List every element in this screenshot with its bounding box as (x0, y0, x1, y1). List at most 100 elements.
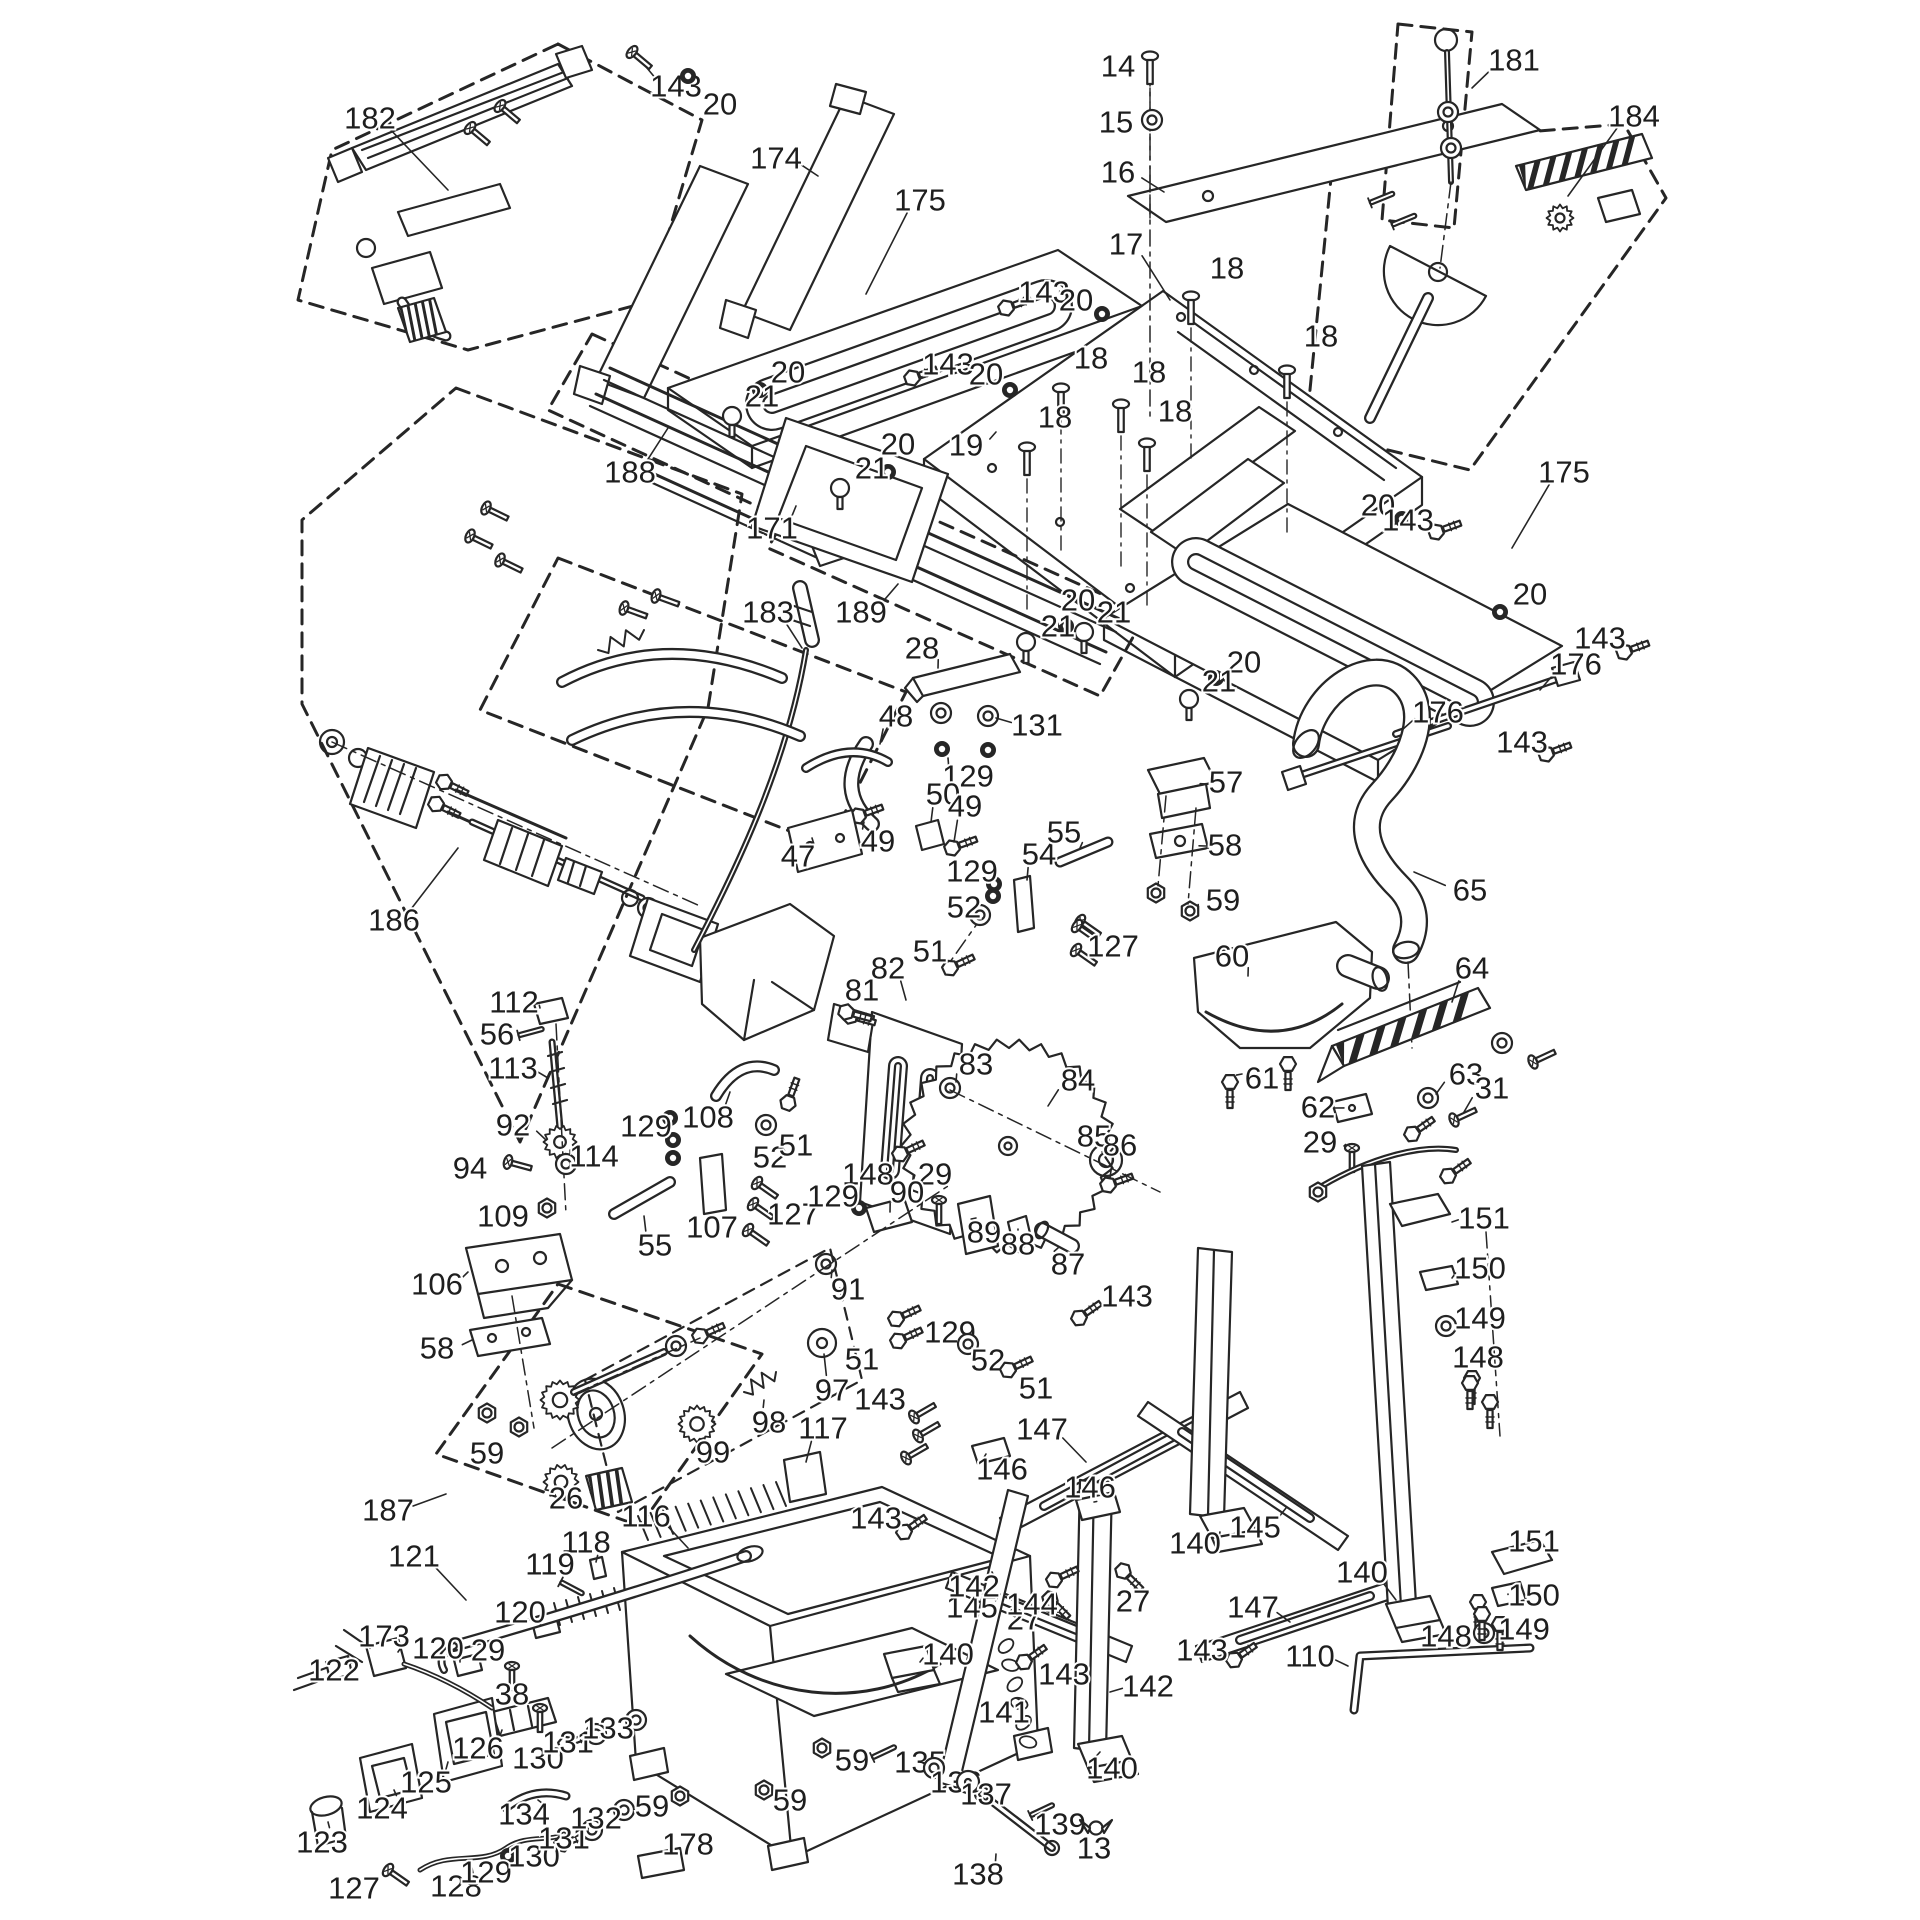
part-label-48: 48 (877, 697, 915, 745)
screwd-icon (502, 1154, 533, 1172)
part-g (690, 1321, 726, 1345)
part-label-21: 21 (1073, 593, 1133, 655)
part-label-38: 38 (493, 1675, 549, 1734)
part-pl (903, 676, 925, 704)
nut-icon (477, 1402, 497, 1424)
part-number-47: 47 (781, 839, 815, 874)
part-label-27: 27 (1005, 1590, 1072, 1639)
wing-icon (1078, 1818, 1114, 1836)
part-label-186: 186 (366, 847, 459, 940)
part-number-119: 119 (525, 1547, 574, 1582)
part-label-148: 148 (1418, 1605, 1492, 1656)
part-p (1550, 660, 1582, 688)
part-ln (1206, 1248, 1216, 1518)
part-slot (745, 279, 1073, 431)
part-pl (1210, 1528, 1264, 1554)
part-wash (1439, 136, 1463, 160)
blade-wrench-bar (911, 652, 1022, 698)
part-number-38: 38 (495, 1677, 529, 1712)
part-p (636, 1846, 686, 1880)
nut-icon (670, 1785, 690, 1807)
part-number-137: 137 (960, 1777, 1012, 1812)
part-label-99: 99 (694, 1433, 732, 1472)
part-label-140: 140 (919, 1635, 976, 1674)
part-p (572, 364, 612, 406)
part-number-182: 182 (344, 101, 396, 136)
bolt-icon (1427, 519, 1463, 541)
part-number-143: 143 (1382, 503, 1434, 538)
part-label-132: 132 (568, 1799, 636, 1838)
part-p (724, 1626, 1000, 1718)
bolt-icon (998, 1355, 1034, 1379)
part-tube (608, 1176, 676, 1220)
bolt-icon (903, 365, 939, 387)
screwd-icon (1527, 1048, 1557, 1070)
part-label-139: 139 (1027, 1802, 1088, 1844)
part-crc (1173, 834, 1187, 848)
part-label-81: 81 (837, 971, 881, 1023)
part-number-130: 130 (512, 1741, 564, 1776)
part-g (665, 1132, 681, 1148)
ring-icon (752, 382, 768, 398)
part-wash (1490, 1031, 1514, 1055)
part-number-59: 59 (1206, 883, 1240, 918)
part-wash (929, 701, 953, 725)
part-number-118: 118 (561, 1525, 610, 1560)
part-g (943, 835, 979, 857)
part-ln (342, 1628, 372, 1650)
screwv-icon (1137, 437, 1157, 612)
part-label-137: 137 (955, 1769, 1014, 1814)
part-crc (1088, 1142, 1124, 1178)
part-label-106: 106 (409, 1265, 469, 1304)
part-pl (476, 1278, 574, 1320)
part-number-127: 127 (1087, 929, 1139, 964)
part-ln (578, 864, 588, 888)
part-g (1490, 1615, 1510, 1652)
screwd-icon (911, 1420, 942, 1444)
part-label-188: 188 (602, 427, 669, 492)
part-label-61: 61 (1235, 1059, 1281, 1098)
part-number-50: 50 (926, 777, 960, 812)
part-p (583, 1246, 864, 1514)
part-tube (566, 706, 806, 746)
part-number-129: 129 (807, 1179, 859, 1214)
part-number-52: 52 (753, 1140, 787, 1175)
bolt-icon (1114, 1562, 1145, 1593)
part-ell (309, 1795, 343, 1817)
part-g (1438, 1157, 1472, 1185)
screwd-icon (463, 120, 491, 147)
part-pl (1394, 1618, 1448, 1644)
part-wash (976, 704, 1000, 728)
part-label-13: 13 (1075, 1818, 1114, 1868)
part-label-98: 98 (750, 1399, 788, 1442)
part-label-59: 59 (468, 1416, 529, 1473)
part-label-15: 15 (1097, 103, 1164, 142)
bolt-icon (1537, 741, 1573, 763)
part-number-91: 91 (831, 1272, 865, 1307)
part-label-55: 55 (636, 1215, 674, 1265)
part-number-150: 150 (1508, 1578, 1560, 1613)
part-number-18: 18 (1074, 341, 1108, 376)
part-number-143: 143 (850, 1501, 902, 1536)
part-number-143: 143 (1038, 1657, 1090, 1692)
5 (396, 296, 448, 344)
part-number-151: 151 (1508, 1524, 1560, 1559)
part-p (324, 1654, 354, 1682)
bolt-icon (1438, 1157, 1472, 1185)
part-label-144: 144 (1004, 1565, 1080, 1624)
part-label-131: 131 (540, 1723, 608, 1762)
washer-icon (1434, 1314, 1458, 1338)
part-label-143: 143 (848, 1499, 928, 1541)
part-number-31: 31 (1475, 1071, 1509, 1106)
part-label-131: 131 (536, 1819, 604, 1858)
bolt-icon (1615, 639, 1651, 661)
part-label-27: 27 (1114, 1562, 1152, 1621)
part-number-126: 126 (452, 1731, 504, 1766)
part-ell (736, 1545, 764, 1563)
part-label-20: 20 (1359, 486, 1410, 527)
part-crc (1175, 311, 1187, 323)
part-label-140: 140 (1334, 1553, 1397, 1601)
part-number-21: 21 (745, 379, 779, 414)
part-number-59: 59 (773, 1783, 807, 1818)
part-number-87: 87 (1051, 1247, 1085, 1282)
